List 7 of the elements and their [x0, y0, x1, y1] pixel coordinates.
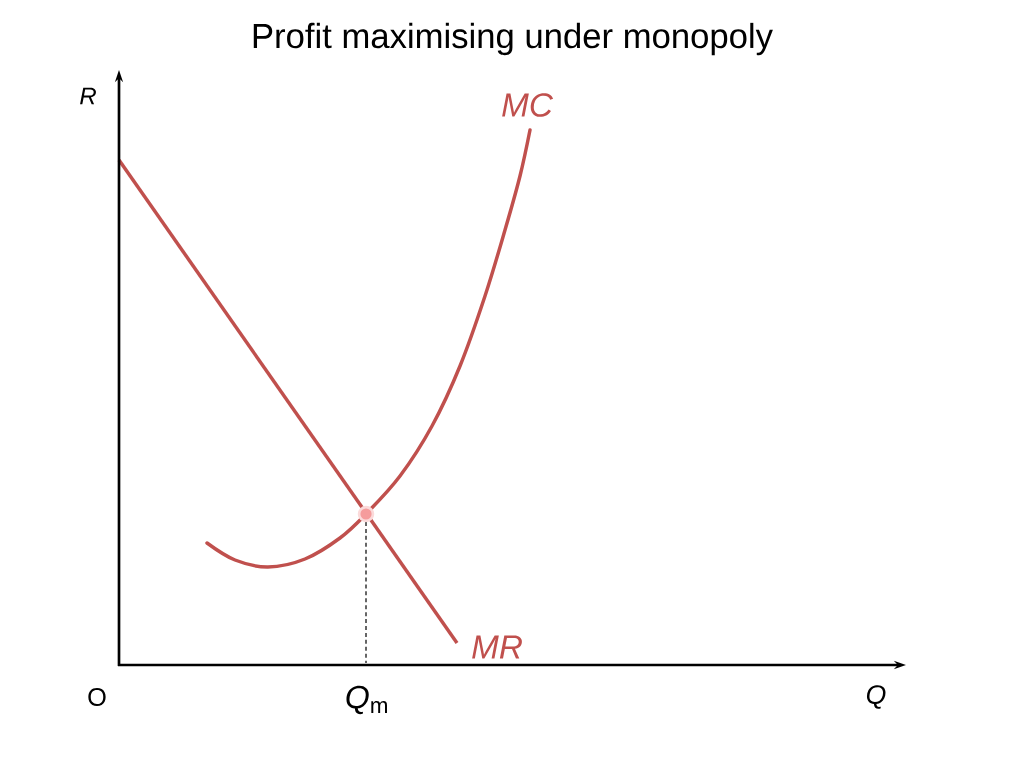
curve-label: MC [502, 93, 554, 117]
axis-label: Q [866, 685, 886, 709]
axis-label: Q$_{m}$ [346, 685, 387, 715]
origin-label: O [88, 688, 106, 706]
axis-label: R [80, 87, 96, 105]
curve-label: MR [472, 635, 522, 659]
title: Profit maximising under monopoly [253, 22, 773, 56]
